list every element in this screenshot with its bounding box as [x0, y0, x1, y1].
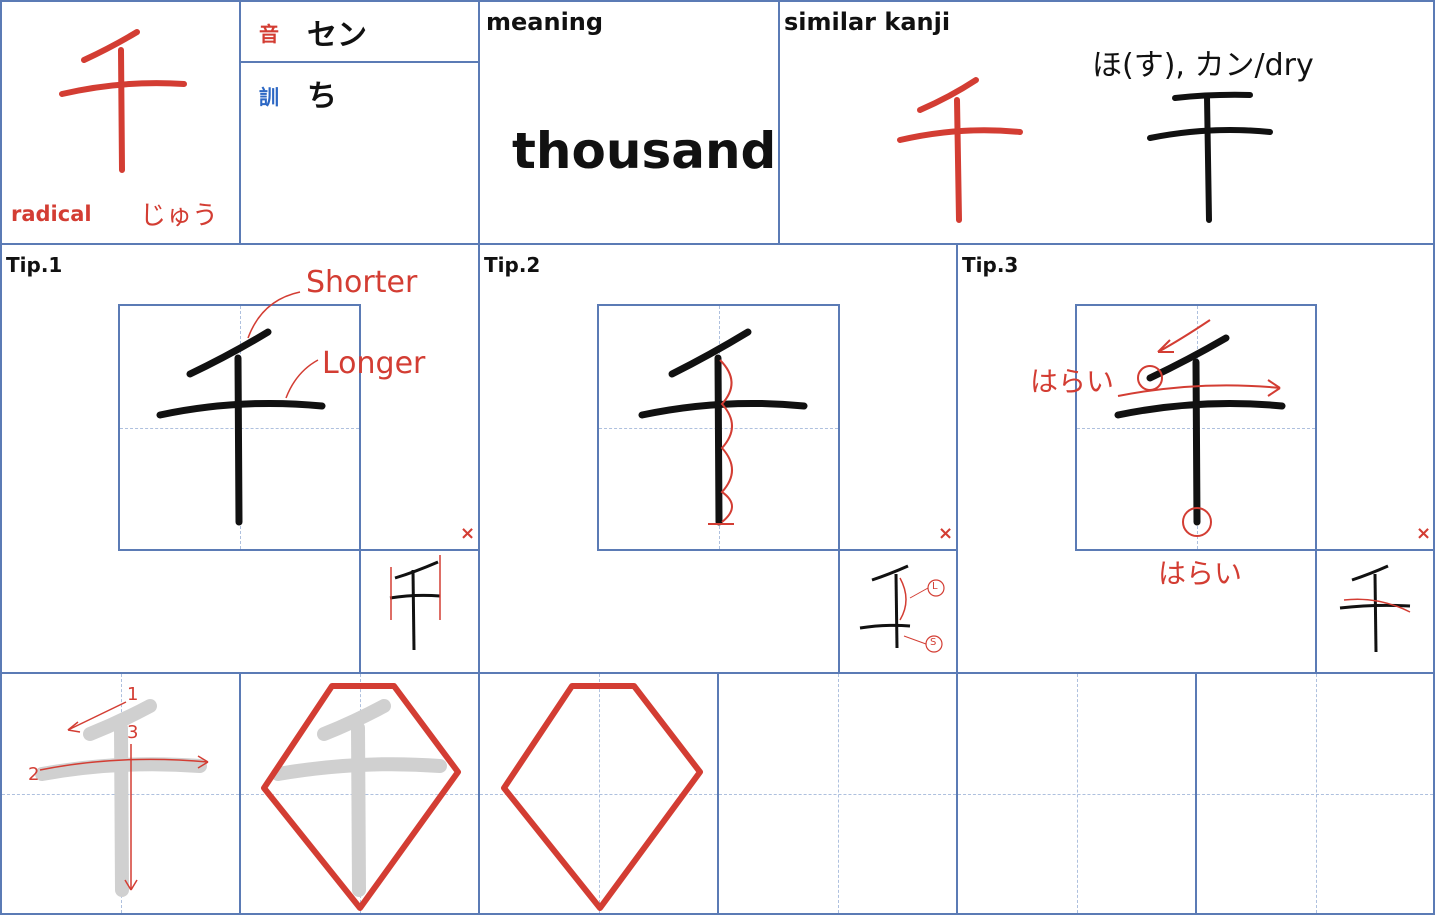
- tip2-l-mark: L: [932, 581, 938, 592]
- meaning-value: thousand: [512, 122, 777, 180]
- stroke-number-3: 3: [127, 722, 139, 743]
- similar-kanji-note: ほ(す), カン/dry: [1092, 48, 1314, 83]
- similar-kanji-drawing: [897, 77, 1273, 223]
- tip1-longer-label: Longer: [322, 346, 426, 381]
- on-reading-text: セン: [307, 18, 367, 53]
- tip3-x-mark: ×: [1416, 523, 1432, 544]
- meaning-header: meaning: [486, 8, 604, 36]
- on-reading-row: 音 セン: [239, 0, 480, 63]
- practice-box-6: [1195, 672, 1435, 915]
- practice-box-5: [956, 672, 1197, 915]
- radical-kanji-drawing: [59, 29, 187, 173]
- radical-panel: radical じゅう: [0, 0, 241, 245]
- tip2-x-mark: ×: [938, 523, 954, 544]
- stroke-number-2: 2: [28, 764, 40, 785]
- similar-kanji-header: similar kanji: [784, 8, 951, 36]
- on-reading-badge: 音: [259, 22, 279, 46]
- kun-reading-text: ち: [307, 79, 337, 114]
- tip3-label: Tip.3: [962, 253, 1019, 277]
- similar-kanji-panel: similar kanji ほ(す), カン/dry: [778, 0, 1435, 245]
- practice-box-3: [478, 672, 719, 915]
- practice-box-4: [717, 672, 958, 915]
- tip1-x-mark: ×: [460, 523, 476, 544]
- tip1-label: Tip.1: [6, 253, 63, 277]
- meaning-panel: meaning thousand: [478, 0, 780, 245]
- tip1-shorter-label: Shorter: [306, 265, 418, 300]
- tip2-s-mark: S: [930, 637, 937, 648]
- tip3-harai-label-2: はらい: [1158, 557, 1243, 590]
- tip3-harai-label-1: はらい: [1030, 365, 1115, 398]
- stroke-number-1: 1: [127, 684, 139, 705]
- radical-label: radical: [11, 202, 92, 226]
- kun-reading-badge: 訓: [259, 85, 279, 109]
- tip2-label: Tip.2: [484, 253, 541, 277]
- radical-reading: じゅう: [140, 201, 219, 231]
